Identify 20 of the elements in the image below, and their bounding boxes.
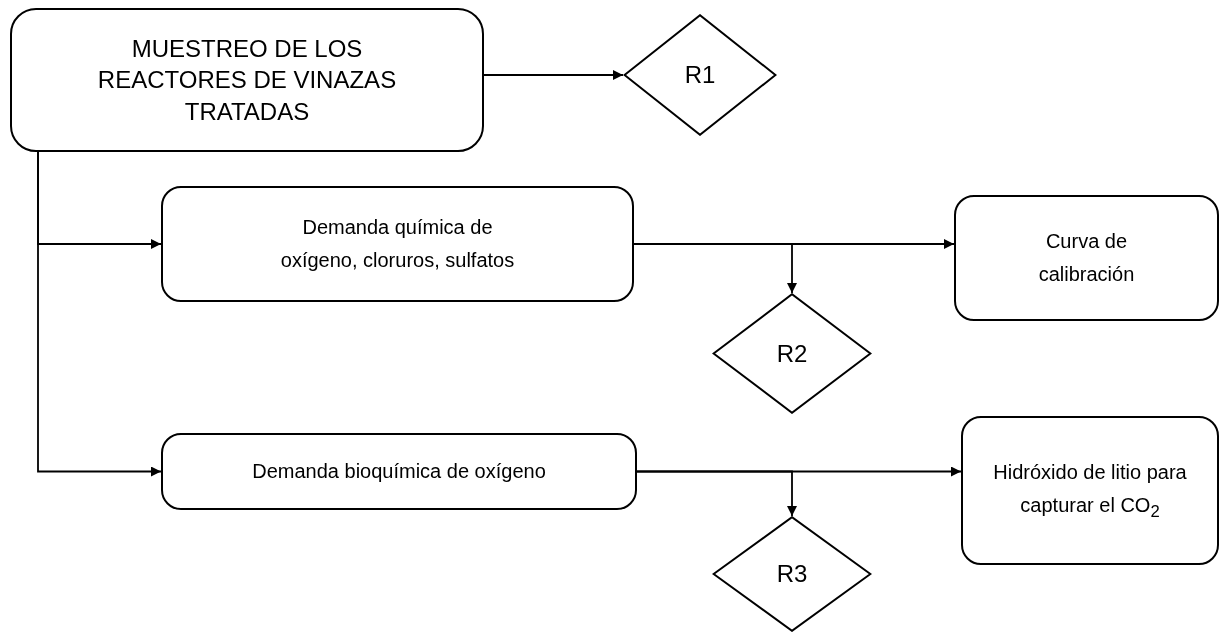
box-text: Demanda química de oxígeno, cloruros, sulfatos (279, 215, 516, 273)
arrow (636, 470, 797, 517)
process-box (161, 433, 637, 510)
decision-diamond (712, 293, 872, 414)
diamond-label: R2 (776, 339, 808, 368)
diamond-label: R1 (684, 61, 716, 89)
arrow (483, 70, 624, 80)
box-text: Curva de calibración (1037, 229, 1136, 287)
arrow (37, 151, 162, 477)
box-text: Demanda bioquímica de oxígeno (252, 459, 546, 484)
process-box (10, 8, 484, 152)
process-box (961, 416, 1219, 565)
process-box (954, 195, 1219, 321)
box-text: Hidróxido de litio para capturar el CO$_{2}$ (993, 459, 1187, 523)
arrow (633, 243, 797, 294)
process-box (161, 186, 634, 302)
diamond-label: R3 (776, 560, 808, 588)
box-text: MUESTREO DE LOS REACTORES DE VINAZAS TRATADAS (96, 34, 398, 127)
decision-diamond (623, 14, 777, 136)
decision-diamond (712, 516, 872, 632)
